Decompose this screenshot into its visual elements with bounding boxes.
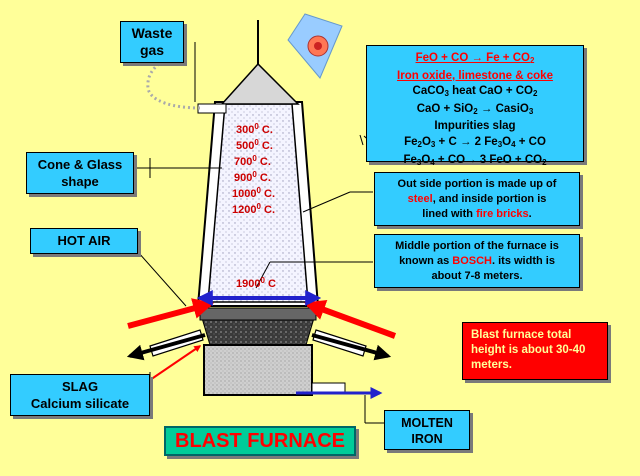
reaction-ingredients: Iron oxide, limestone & coke <box>397 69 553 82</box>
waste-gas-line-2: gas <box>139 42 165 58</box>
bosch-band <box>199 307 317 321</box>
gas-outlet-pipe <box>197 103 227 114</box>
waste-gas-line-1: Waste <box>131 25 173 41</box>
molten-iron-line-1: MOLTEN <box>401 416 453 430</box>
slag-line-2: Calcium silicate <box>30 396 130 411</box>
cone-glass-line-2: shape <box>61 174 99 189</box>
reaction-cao: CaO + SiO2 → CasiO3 <box>416 102 534 116</box>
height-note: Blast furnace total height is about 30-4… <box>462 322 608 380</box>
outside-note-line-3: lined with fire bricks. <box>422 208 532 220</box>
cone-top <box>220 62 300 105</box>
bosch-note: Middle portion of the furnace is known a… <box>374 234 580 288</box>
outside-portion-note: Out side portion is made up of steel, an… <box>374 172 580 226</box>
bosch-note-line-2: known as BOSCH. its width is <box>399 255 555 267</box>
slag-label: SLAG Calcium silicate <box>10 374 150 416</box>
cone-glass-label: Cone & Glass shape <box>26 152 134 194</box>
title-banner: BLAST FURNACE <box>164 426 356 456</box>
reaction-slag: Impurities slag <box>434 120 516 133</box>
hearth <box>203 344 313 396</box>
hot-air-label: HOT AIR <box>30 228 138 254</box>
tap-hole-pipe <box>311 382 346 393</box>
reaction-caco3: CaCO3 heat CaO + CO2 <box>412 85 538 99</box>
molten-iron-line-2: IRON <box>411 432 443 446</box>
temp-1900: 19000 C <box>236 276 276 290</box>
height-note-line-2: height is about 30-40 <box>471 344 586 356</box>
waste-gas-label: Waste gas <box>120 21 184 63</box>
slag-pointer <box>149 345 202 381</box>
hot-air-text: HOT AIR <box>57 233 111 248</box>
slag-line-1: SLAG <box>61 379 99 394</box>
temp-900: 9000 C. <box>234 170 271 184</box>
reactions-box: FeO + CO → Fe + CO2 Iron oxide, limeston… <box>366 45 584 167</box>
outside-note-line-1: Out side portion is made up of <box>397 178 557 190</box>
bosch-note-line-1: Middle portion of the furnace is <box>395 240 559 252</box>
temp-500: 5000 C. <box>236 138 273 152</box>
page-title: BLAST FURNACE <box>175 430 345 452</box>
leader-lines <box>134 42 384 424</box>
coke-fire-icon <box>287 13 343 79</box>
reaction-feo: FeO + CO → Fe + CO2 <box>415 52 535 65</box>
bosch-zone <box>201 317 315 346</box>
hot-air-arrows <box>127 298 397 339</box>
temp-300: 3000 C. <box>236 122 273 136</box>
height-note-line-1: Blast furnace total <box>471 329 572 341</box>
temp-700: 7000 C. <box>234 154 271 168</box>
reaction-fe3o4: Fe3O4 + CO→ 3 FeO + CO2 <box>403 153 547 167</box>
temp-1200: 12000 C. <box>232 202 275 216</box>
reaction-fe2o3: Fe2O3 + C → 2 Fe3O4 + CO <box>404 135 546 149</box>
temp-1000: 10000 C. <box>232 186 275 200</box>
molten-iron-label: MOLTEN IRON <box>384 410 470 450</box>
outlet-arrows <box>126 333 392 361</box>
height-note-line-3: meters. <box>471 359 512 371</box>
bosch-note-line-3: about 7-8 meters. <box>431 270 523 282</box>
outside-note-line-2: steel, and inside portion is <box>407 193 547 205</box>
cone-glass-line-1: Cone & Glass <box>37 157 123 172</box>
